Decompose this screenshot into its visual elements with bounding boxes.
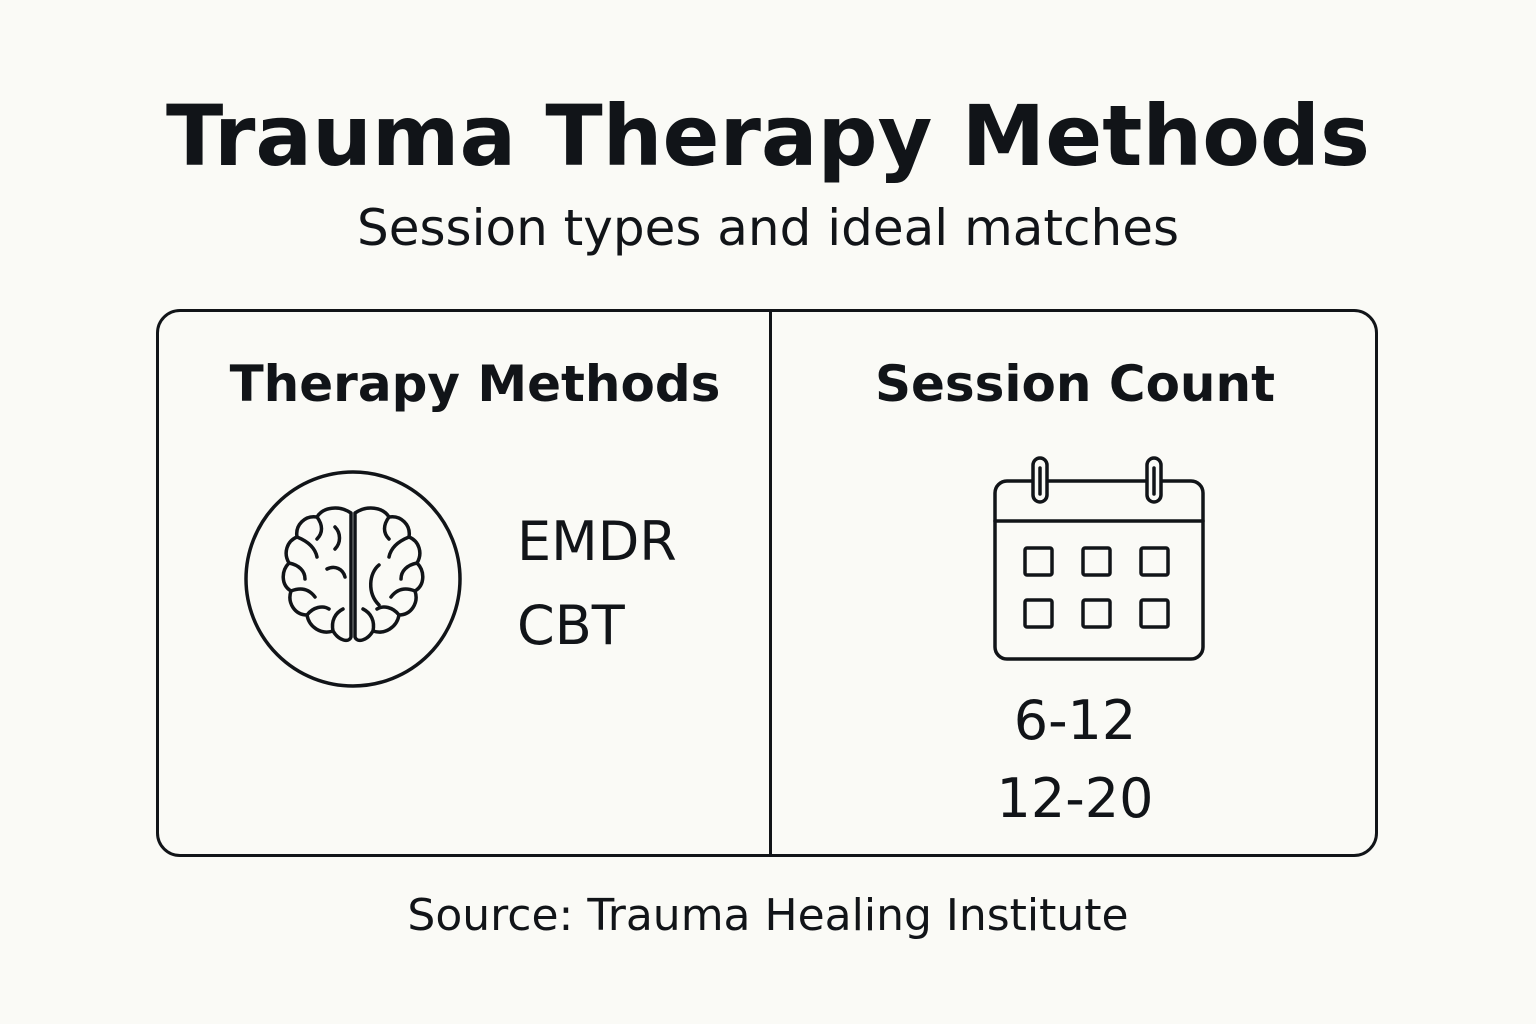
comparison-card: Therapy Methods EMDR CBT Session Count (156, 309, 1378, 857)
brain-icon (244, 470, 462, 688)
page-title: Trauma Therapy Methods (165, 87, 1371, 185)
list-item-count-emdr: 6-12 (1013, 689, 1137, 752)
page-subtitle: Session types and ideal matches (356, 199, 1180, 257)
session-count-heading: Session Count (874, 355, 1276, 413)
list-item-cbt: CBT (517, 594, 625, 657)
panel-divider (769, 312, 772, 854)
list-item-emdr: EMDR (517, 510, 677, 573)
list-item-count-cbt: 12-20 (996, 767, 1154, 830)
therapy-methods-heading: Therapy Methods (229, 355, 721, 413)
source-note: Source: Trauma Healing Institute (407, 890, 1129, 941)
calendar-icon (993, 456, 1205, 661)
session-count-list: 6-12 12-20 (772, 682, 1378, 838)
therapy-methods-list: EMDR CBT (517, 500, 677, 668)
